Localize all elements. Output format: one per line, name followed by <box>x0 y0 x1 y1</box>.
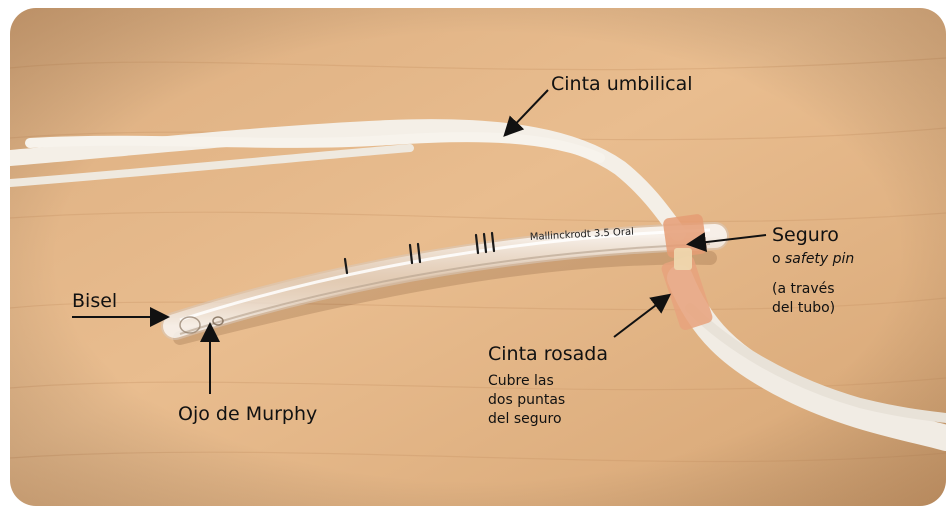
label-seguro: Seguro <box>772 224 839 247</box>
label-cubre: Cubre las dos puntas del seguro <box>488 372 565 429</box>
label-seguro-sub: o safety pin <box>772 250 854 269</box>
label-ojo-murphy: Ojo de Murphy <box>178 403 317 426</box>
label-bisel: Bisel <box>72 290 117 313</box>
label-cinta-rosada: Cinta rosada <box>488 343 608 366</box>
label-cinta-umbilical: Cinta umbilical <box>551 73 693 96</box>
label-a-traves: (a través del tubo) <box>772 280 835 318</box>
safety-pin <box>674 248 692 270</box>
